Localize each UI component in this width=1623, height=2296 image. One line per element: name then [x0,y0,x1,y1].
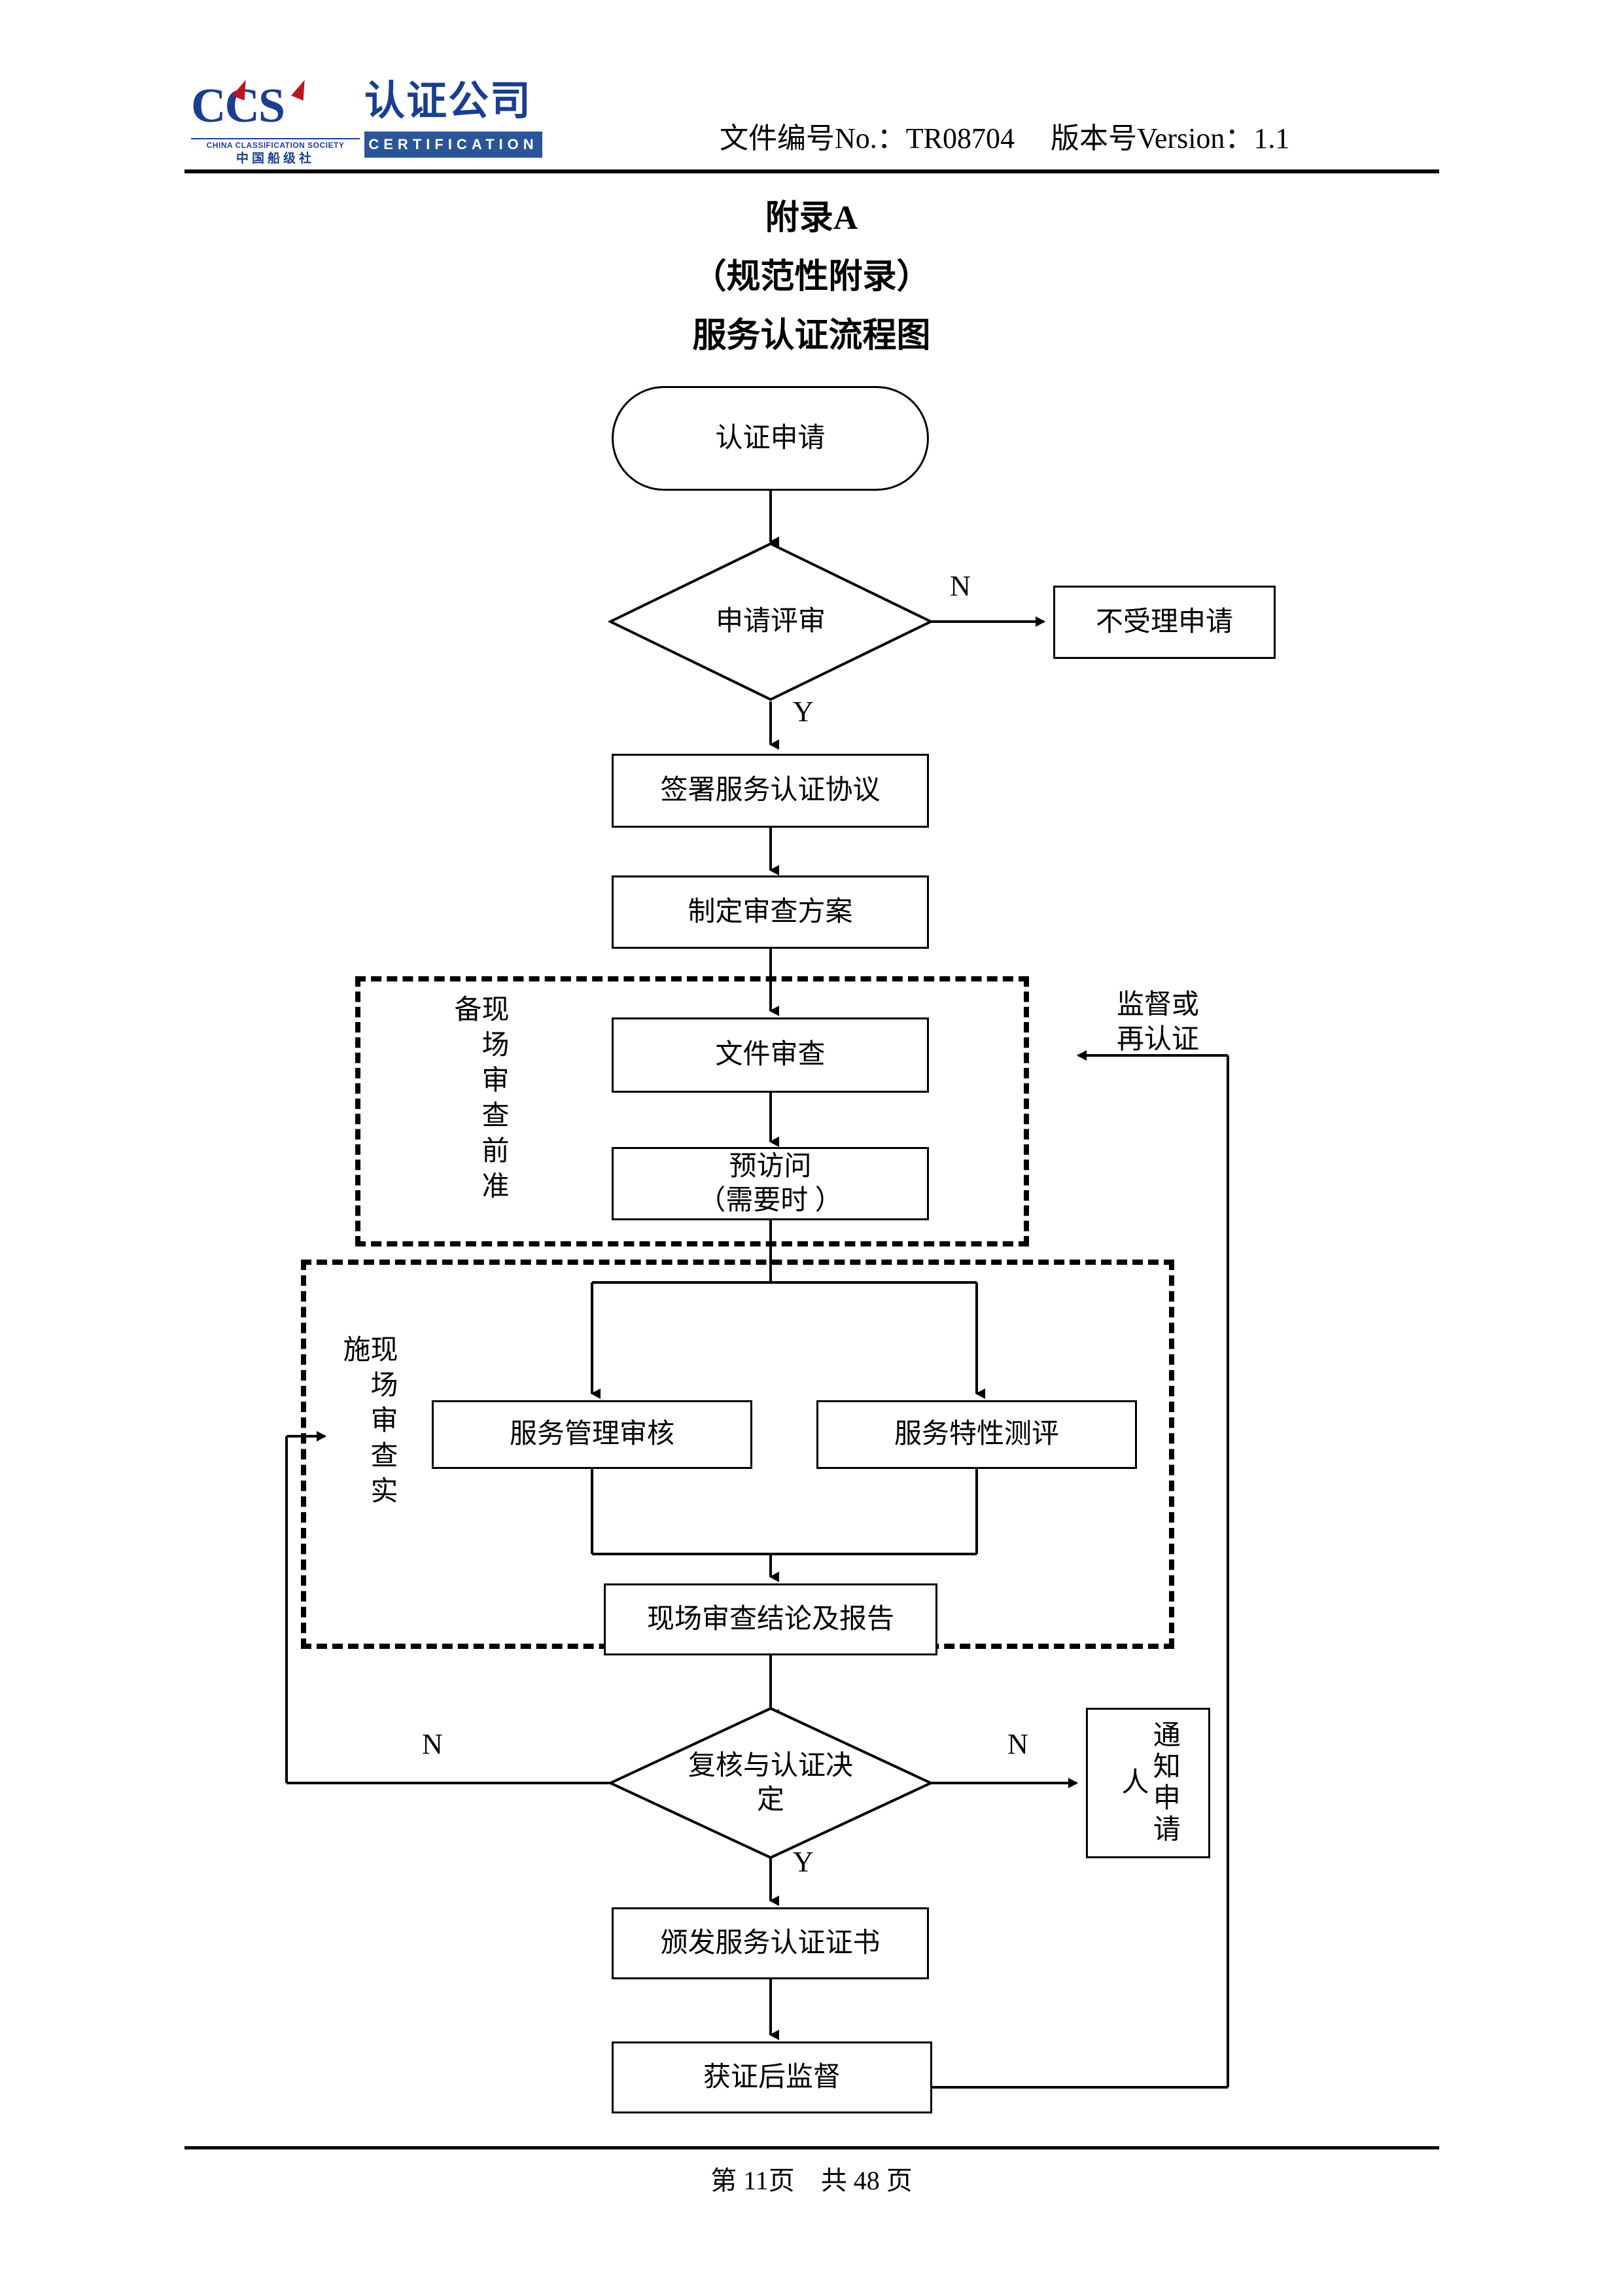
annotation-surveillance-or-recertification: 监督或 再认证 [1116,990,1199,1055]
ccs-logo-letters: CCS [191,79,285,133]
logo-certification-bar: CERTIFICATION [364,132,542,158]
node-review-and-certification-decision[interactable]: 复核与认证决 定 [608,1706,933,1860]
node-service-characteristic-evaluation[interactable]: 服务特性测评 [816,1400,1137,1469]
node-develop-audit-plan[interactable]: 制定审查方案 [612,875,929,949]
node-post-certification-surveillance[interactable]: 获证后监督 [612,2041,932,2113]
ccs-certification-logo: CCS CHINA CLASSIFICATION SOCIETY 中国船级社 认… [191,75,544,166]
logo-company-name: 认证公司 [364,77,532,124]
edge-label-decision-y: Y [793,1846,814,1878]
region-label-onsite-exec: 现场审查实施 [339,1335,396,1511]
document-number-version: 文件编号No.：TR08704 版本号Version：1.1 [720,122,1290,154]
node-sign-service-certification-agreement[interactable]: 签署服务认证协议 [612,754,929,828]
node-document-review[interactable]: 文件审查 [612,1017,929,1093]
edge-label-reject-n: N [950,570,971,602]
appendix-title: 附录A [765,200,858,237]
edge-label-decision-n-right: N [1007,1728,1028,1760]
header-divider [184,169,1439,173]
ccs-logo-chinese-name: 中国船级社 [236,152,315,166]
edge-label-accept-y: Y [793,696,814,728]
node-application-review-label: 申请评审 [715,606,826,637]
page-number: 第 11页 共 48 页 [710,2166,913,2195]
normative-subtitle: （规范性附录） [692,258,931,296]
node-onsite-audit-conclusion-report[interactable]: 现场审查结论及报告 [604,1583,937,1655]
region-pre-onsite-preparation [355,976,1029,1246]
flowchart-title: 服务认证流程图 [692,317,931,355]
node-service-management-audit[interactable]: 服务管理审核 [432,1400,752,1469]
footer-divider [184,2146,1439,2149]
node-reject-application[interactable]: 不受理申请 [1053,586,1276,659]
logo-certification-text: CERTIFICATION [368,136,538,152]
edge-label-decision-n-left: N [422,1728,443,1760]
region-label-pre-onsite: 现场审查前准备 [450,995,508,1207]
node-application-review-decision[interactable]: 申请评审 [608,542,933,701]
ccs-logo-english-name: CHINA CLASSIFICATION SOCIETY [191,138,360,150]
node-pre-visit[interactable]: 预访问 （需要时 ） [612,1147,929,1220]
node-issue-service-certificate[interactable]: 颁发服务认证证书 [612,1907,929,1979]
node-decision-label: 复核与认证决 定 [688,1750,853,1816]
node-certification-application[interactable]: 认证申请 [612,386,929,491]
node-notify-applicant[interactable]: 通知申请人 [1086,1708,1210,1858]
